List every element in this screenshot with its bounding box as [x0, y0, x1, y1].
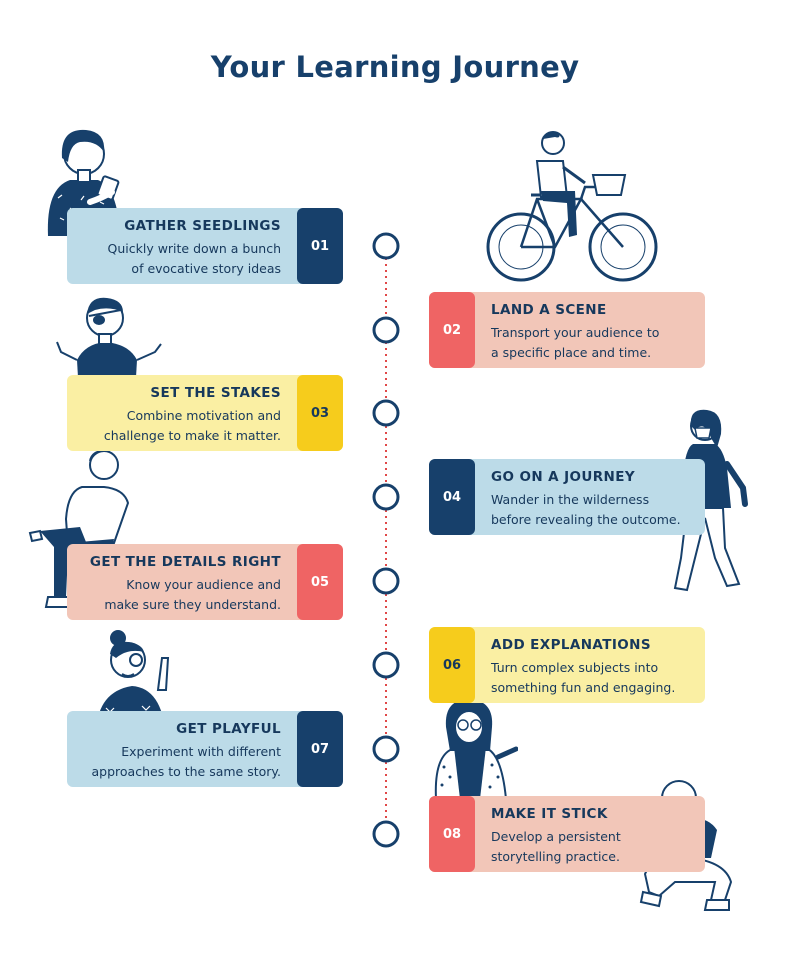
step-number-badge: 04 [429, 459, 475, 535]
step-number-badge: 01 [297, 208, 343, 284]
step-number-badge: 05 [297, 544, 343, 620]
timeline-node-07 [372, 735, 400, 763]
step-number-badge: 06 [429, 627, 475, 703]
timeline-node-08 [372, 820, 400, 848]
cyclist-illustration [486, 131, 658, 282]
step-heading: LAND A SCENE [491, 302, 607, 318]
step-card-01: GATHER SEEDLINGS Quickly write down a bu… [67, 208, 343, 284]
timeline-node-04 [372, 483, 400, 511]
step-card-02: 02 LAND A SCENE Transport your audience … [429, 292, 705, 368]
step-number-badge: 03 [297, 375, 343, 451]
step-number-badge: 08 [429, 796, 475, 872]
page-title: Your Learning Journey [210, 50, 580, 84]
step-heading: GET THE DETAILS RIGHT [89, 554, 281, 570]
step-heading: SET THE STAKES [150, 385, 281, 401]
step-heading: GATHER SEEDLINGS [124, 218, 281, 234]
timeline-node-02 [372, 316, 400, 344]
step-card-06: 06 ADD EXPLANATIONS Turn complex subject… [429, 627, 705, 703]
step-number-badge: 07 [297, 711, 343, 787]
timeline-node-05 [372, 567, 400, 595]
step-card-04: 04 GO ON A JOURNEY Wander in the wildern… [429, 459, 705, 535]
step-heading: MAKE IT STICK [491, 806, 608, 822]
step-card-05: GET THE DETAILS RIGHT Know your audience… [67, 544, 343, 620]
woman-in-hijab-pointing-illustration [434, 699, 518, 799]
timeline-node-03 [372, 399, 400, 427]
step-number-badge: 02 [429, 292, 475, 368]
timeline-node-01 [372, 232, 400, 260]
step-heading: GO ON A JOURNEY [491, 469, 636, 485]
timeline-node-06 [372, 651, 400, 679]
step-heading: GET PLAYFUL [176, 721, 281, 737]
step-heading: ADD EXPLANATIONS [491, 637, 651, 653]
